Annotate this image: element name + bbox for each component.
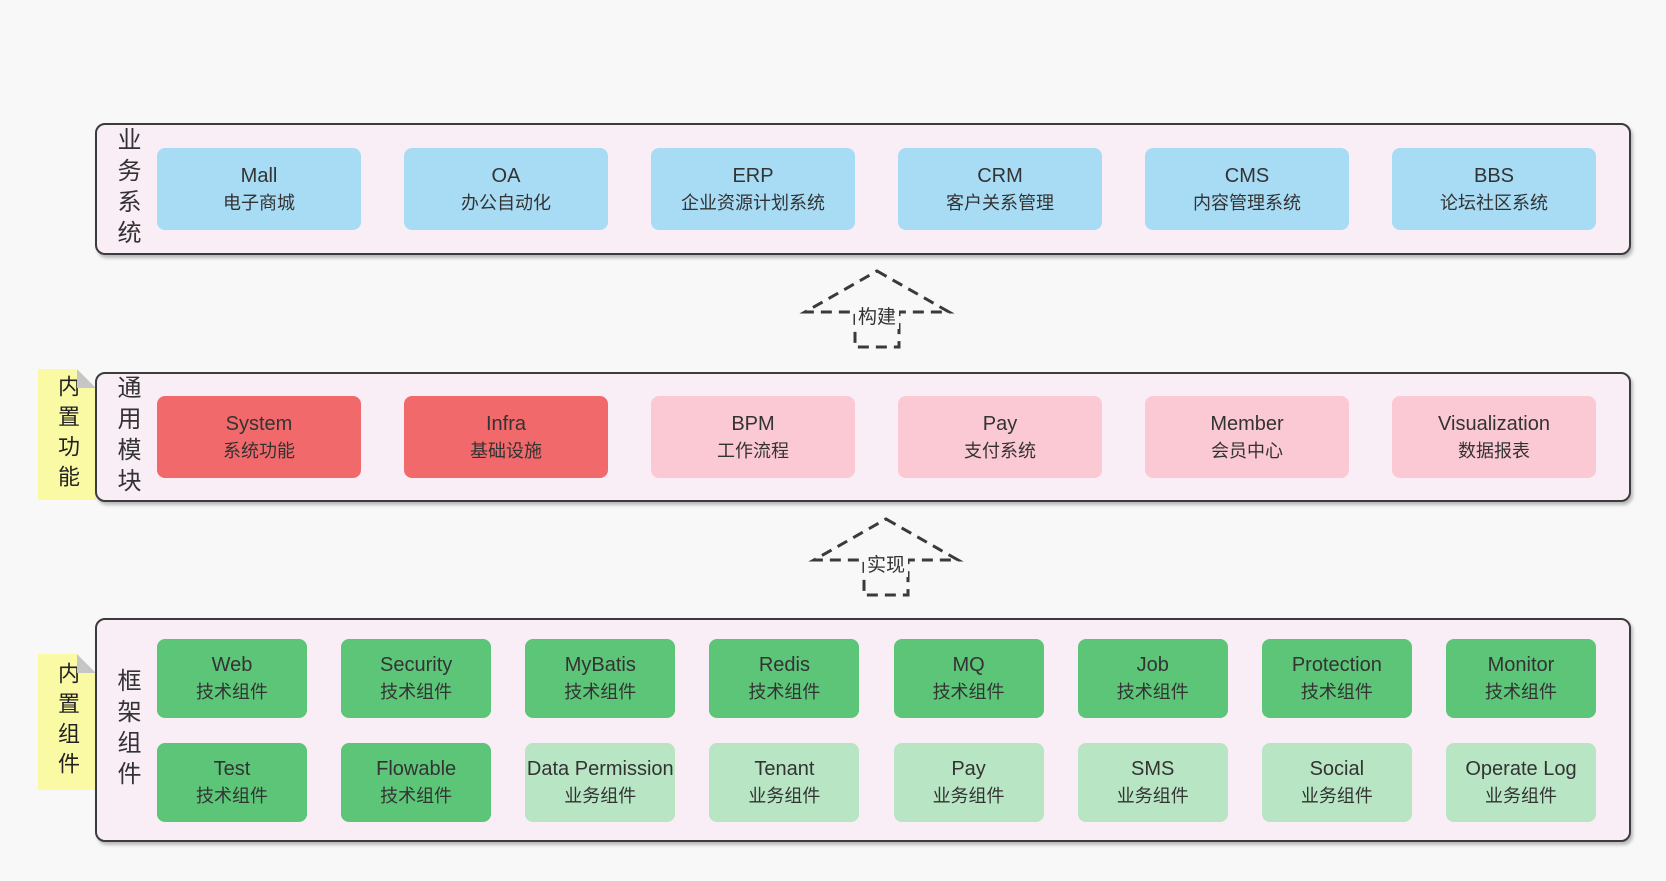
box-job: Job 技术组件: [1077, 638, 1228, 718]
box-system: System 系统功能: [157, 396, 361, 478]
build-arrow-label: 构建: [802, 302, 952, 329]
up-arrow-icon: [808, 517, 964, 597]
framework-row-2: Test 技术组件 Flowable 技术组件 Data Permission …: [157, 742, 1596, 822]
implement-arrow: 实现: [808, 516, 964, 598]
business-systems-label: 业务系统: [113, 127, 140, 251]
layer-business-systems: 业务系统 Mall 电子商城 OA 办公自动化 ERP 企业资源计划系统 CRM…: [95, 123, 1631, 255]
box-security: Security 技术组件: [341, 638, 492, 718]
box-oa: OA 办公自动化: [404, 148, 608, 230]
builtin-components-note: 内置组件: [38, 654, 96, 790]
framework-row-1: Web 技术组件 Security 技术组件 MyBatis 技术组件 Redi…: [157, 638, 1596, 718]
box-bpm: BPM 工作流程: [651, 396, 855, 478]
build-arrow: 构建: [799, 268, 955, 350]
box-tenant: Tenant 业务组件: [709, 742, 860, 822]
box-flowable: Flowable 技术组件: [341, 742, 492, 822]
box-pay: Pay 支付系统: [898, 396, 1102, 478]
implement-arrow-label: 实现: [811, 550, 961, 577]
business-boxes: Mall 电子商城 OA 办公自动化 ERP 企业资源计划系统 CRM 客户关系…: [143, 148, 1629, 230]
box-crm: CRM 客户关系管理: [898, 148, 1102, 230]
framework-boxes: Web 技术组件 Security 技术组件 MyBatis 技术组件 Redi…: [143, 638, 1629, 822]
box-cms: CMS 内容管理系统: [1145, 148, 1349, 230]
box-sms: SMS 业务组件: [1077, 742, 1228, 822]
box-visualization: Visualization 数据报表: [1392, 396, 1596, 478]
box-mybatis: MyBatis 技术组件: [525, 638, 676, 718]
builtin-features-note: 内置功能: [38, 369, 96, 500]
module-boxes: System 系统功能 Infra 基础设施 BPM 工作流程 Pay 支付系统…: [143, 396, 1629, 478]
box-web: Web 技术组件: [157, 638, 307, 718]
box-monitor: Monitor 技术组件: [1445, 638, 1596, 718]
up-arrow-icon: [799, 269, 955, 349]
box-social: Social 业务组件: [1261, 742, 1412, 822]
box-operate-log: Operate Log 业务组件: [1445, 742, 1596, 822]
box-bbs: BBS 论坛社区系统: [1392, 148, 1596, 230]
box-protection: Protection 技术组件: [1261, 638, 1412, 718]
layer-framework-components: 框架组件 Web 技术组件 Security 技术组件 MyBatis 技术组件…: [95, 618, 1631, 842]
box-pay-component: Pay 业务组件: [893, 742, 1044, 822]
box-data-permission: Data Permission 业务组件: [525, 742, 676, 822]
layer-common-modules: 通用模块 System 系统功能 Infra 基础设施 BPM 工作流程 Pay…: [95, 372, 1631, 502]
box-infra: Infra 基础设施: [404, 396, 608, 478]
box-redis: Redis 技术组件: [709, 638, 860, 718]
box-mq: MQ 技术组件: [893, 638, 1044, 718]
box-mall: Mall 电子商城: [157, 148, 361, 230]
box-member: Member 会员中心: [1145, 396, 1349, 478]
box-erp: ERP 企业资源计划系统: [651, 148, 855, 230]
common-modules-label: 通用模块: [113, 375, 140, 499]
box-test: Test 技术组件: [157, 742, 307, 822]
framework-components-label: 框架组件: [113, 668, 140, 792]
